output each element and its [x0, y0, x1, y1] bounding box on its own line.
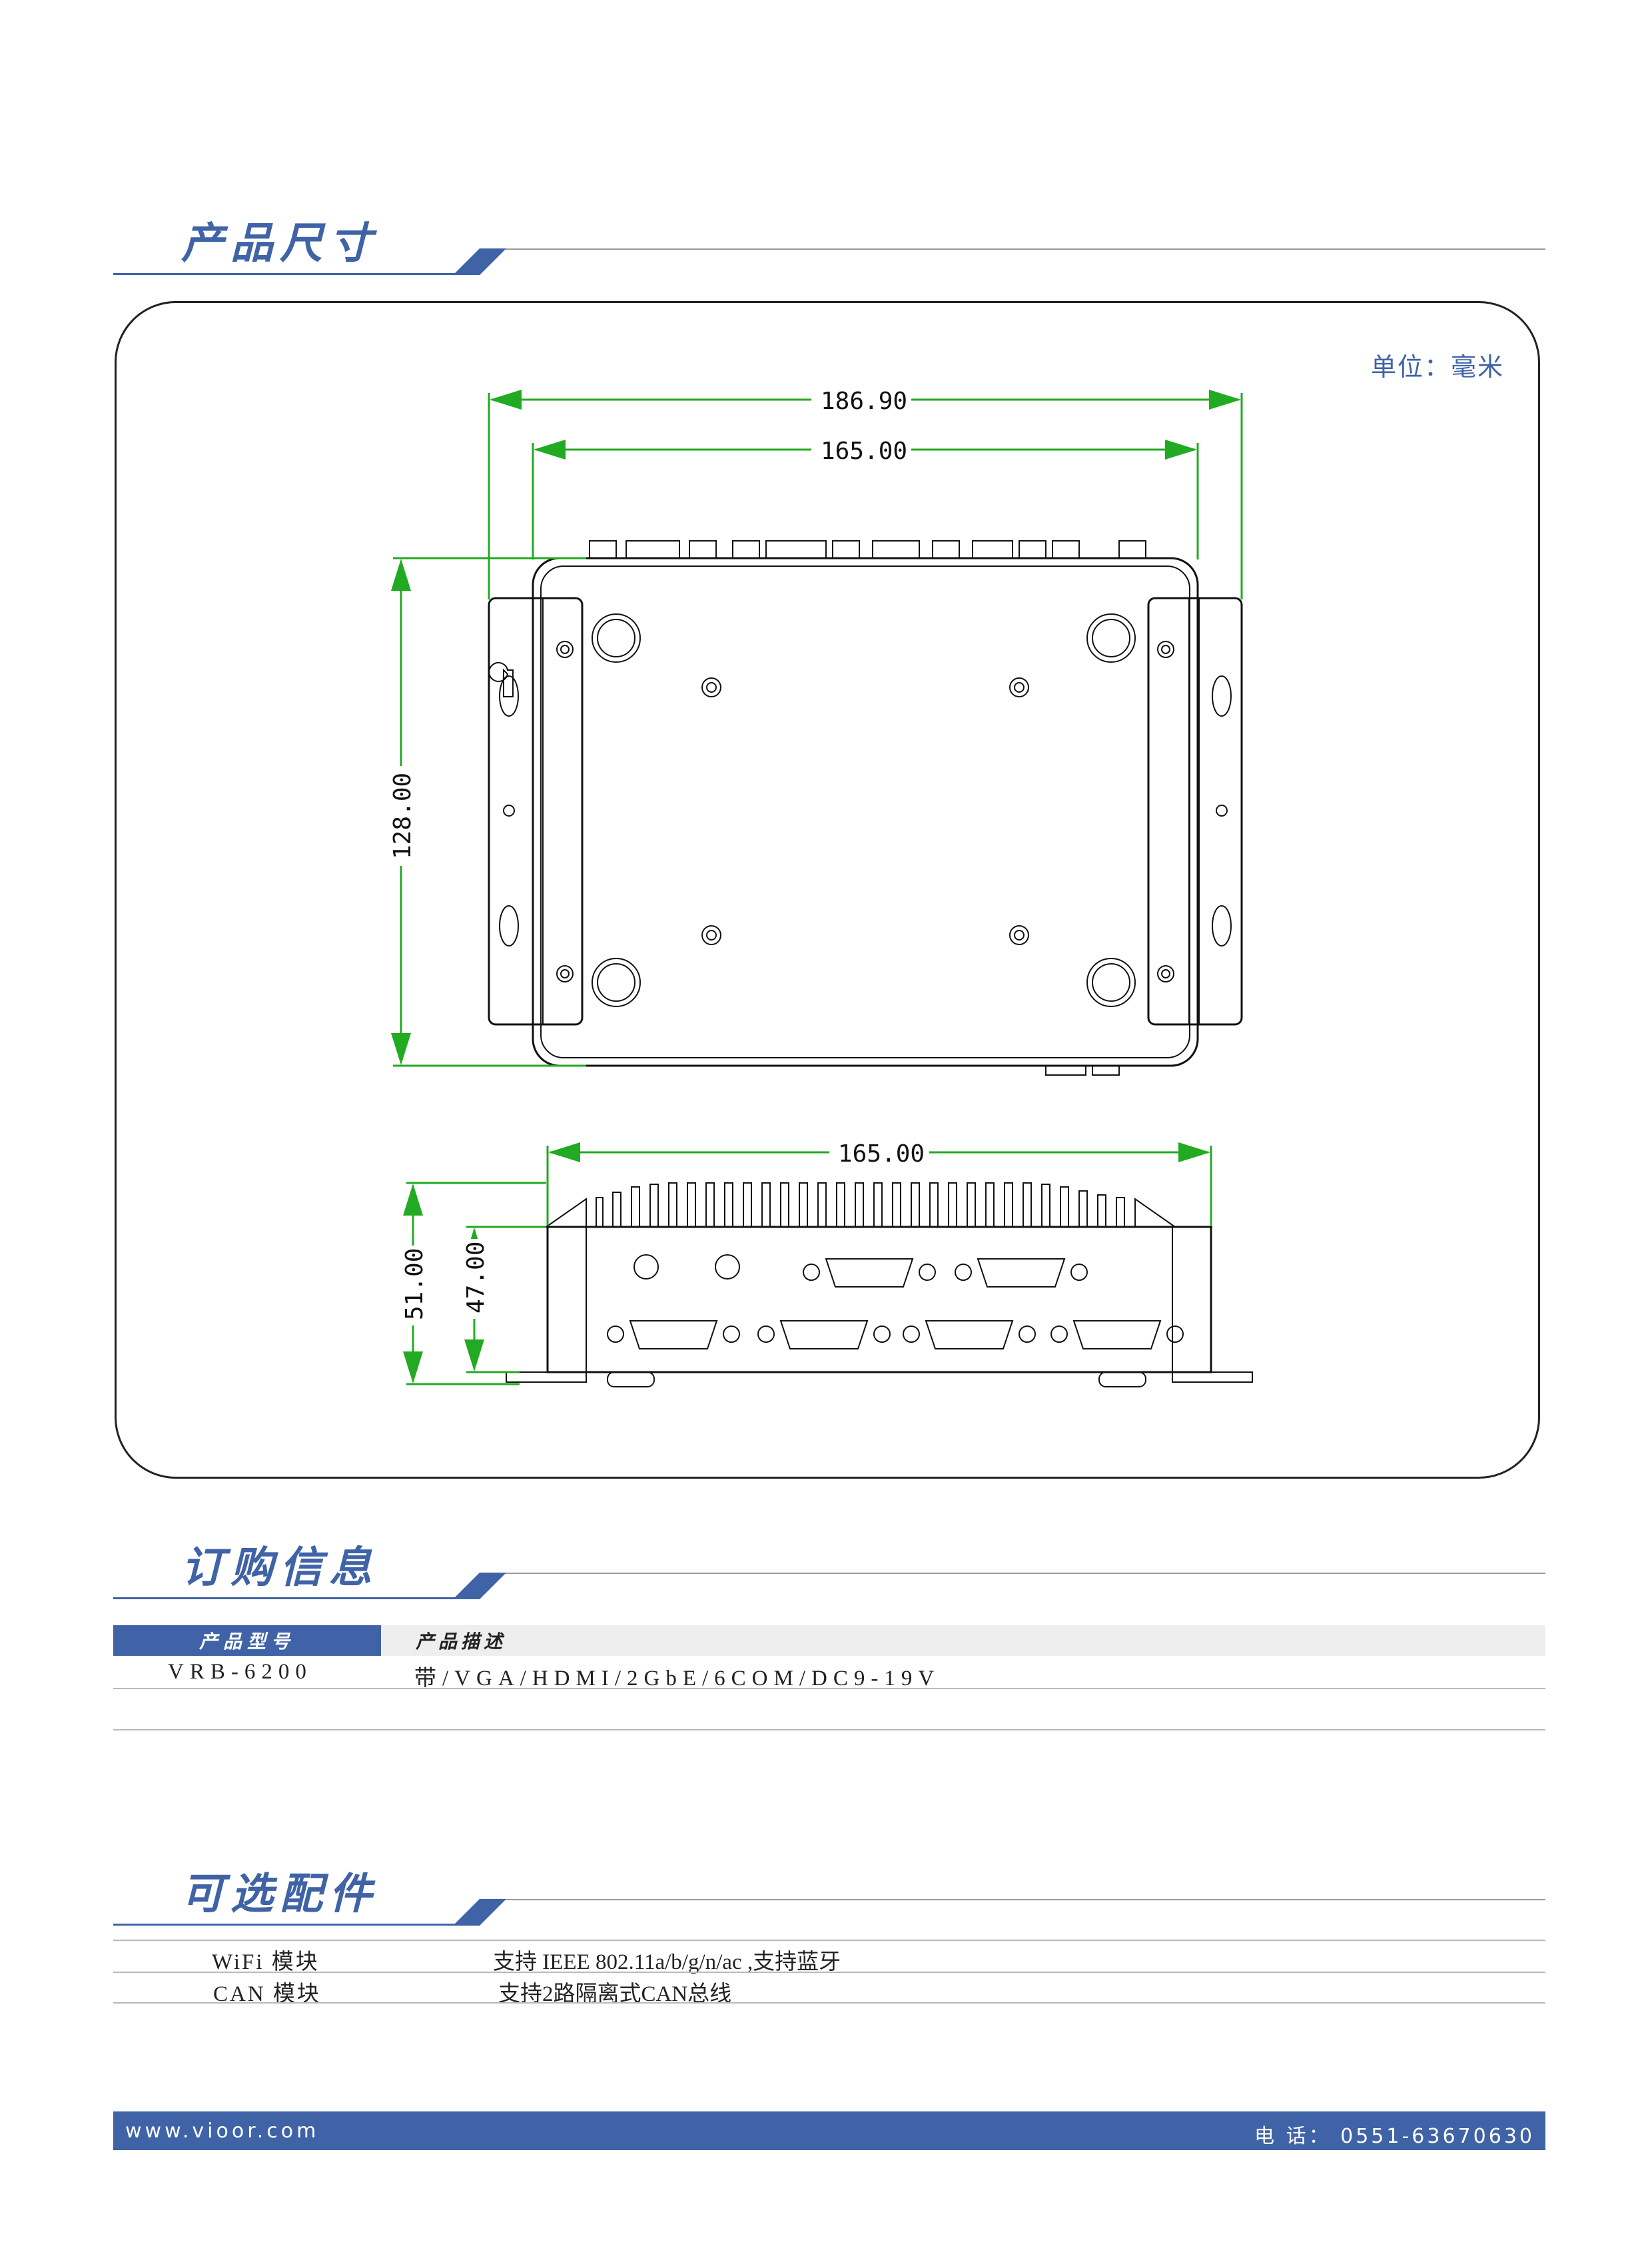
- dim-front-width: 165.00: [838, 1140, 925, 1168]
- order-header-model: 产品型号: [113, 1625, 381, 1656]
- dim-front-height-body: 47.00: [462, 1242, 490, 1313]
- front-view: [506, 1182, 1253, 1387]
- accessories-row-divider: [113, 1972, 1545, 1973]
- accessory-desc-wifi: 支持 IEEE 802.11a/b/g/n/ac ,支持蓝牙: [493, 1950, 841, 1974]
- order-table-bottom: [113, 1729, 1545, 1730]
- accessory-name-wifi: WiFi 模块: [212, 1950, 320, 1974]
- dim-top-body-width: 165.00: [821, 438, 907, 465]
- unit-label: 单位：毫米: [1370, 352, 1504, 382]
- order-row-model: VRB-6200: [168, 1660, 312, 1684]
- order-row-divider: [113, 1688, 1545, 1689]
- order-title-slash: [453, 1573, 506, 1599]
- accessories-bottom-line: [113, 2002, 1545, 2004]
- dimensions-title-rule: [113, 273, 473, 275]
- dimension-drawing: 186.90 165.00 128.00: [388, 386, 1253, 1387]
- order-title-rule: [113, 1597, 473, 1599]
- order-section-title: 订购信息: [181, 1543, 378, 1593]
- dim-front-height-overall: 51.00: [401, 1248, 428, 1320]
- order-row-desc: 带/VGA/HDMI/2GbE/6COM/DC9-19V: [414, 1667, 941, 1690]
- dim-top-overall-width: 186.90: [821, 388, 907, 415]
- dimensions-title-slash: [453, 248, 506, 275]
- footer-bar: www.vioor.com 电 话： 0551-63670630: [113, 2111, 1545, 2150]
- accessories-title-rule: [113, 1924, 473, 1926]
- accessories-top-line: [113, 1940, 1545, 1941]
- accessories-section-title: 可选配件: [181, 1869, 378, 1919]
- dimensions-section-title: 产品尺寸: [181, 218, 378, 268]
- dimension-drawing-frame: [115, 301, 1540, 1479]
- footer-phone: 电 话： 0551-63670630: [1254, 2125, 1535, 2148]
- order-header-desc: 产品描述: [381, 1625, 1545, 1656]
- dimensions-header-rule: [493, 248, 1545, 250]
- accessories-header-rule: [493, 1899, 1545, 1900]
- dim-top-depth: 128.00: [389, 773, 416, 859]
- footer-website[interactable]: www.vioor.com: [125, 2119, 320, 2143]
- top-view: [488, 540, 1243, 1076]
- accessories-title-slash: [453, 1899, 506, 1926]
- order-header-rule: [493, 1573, 1545, 1574]
